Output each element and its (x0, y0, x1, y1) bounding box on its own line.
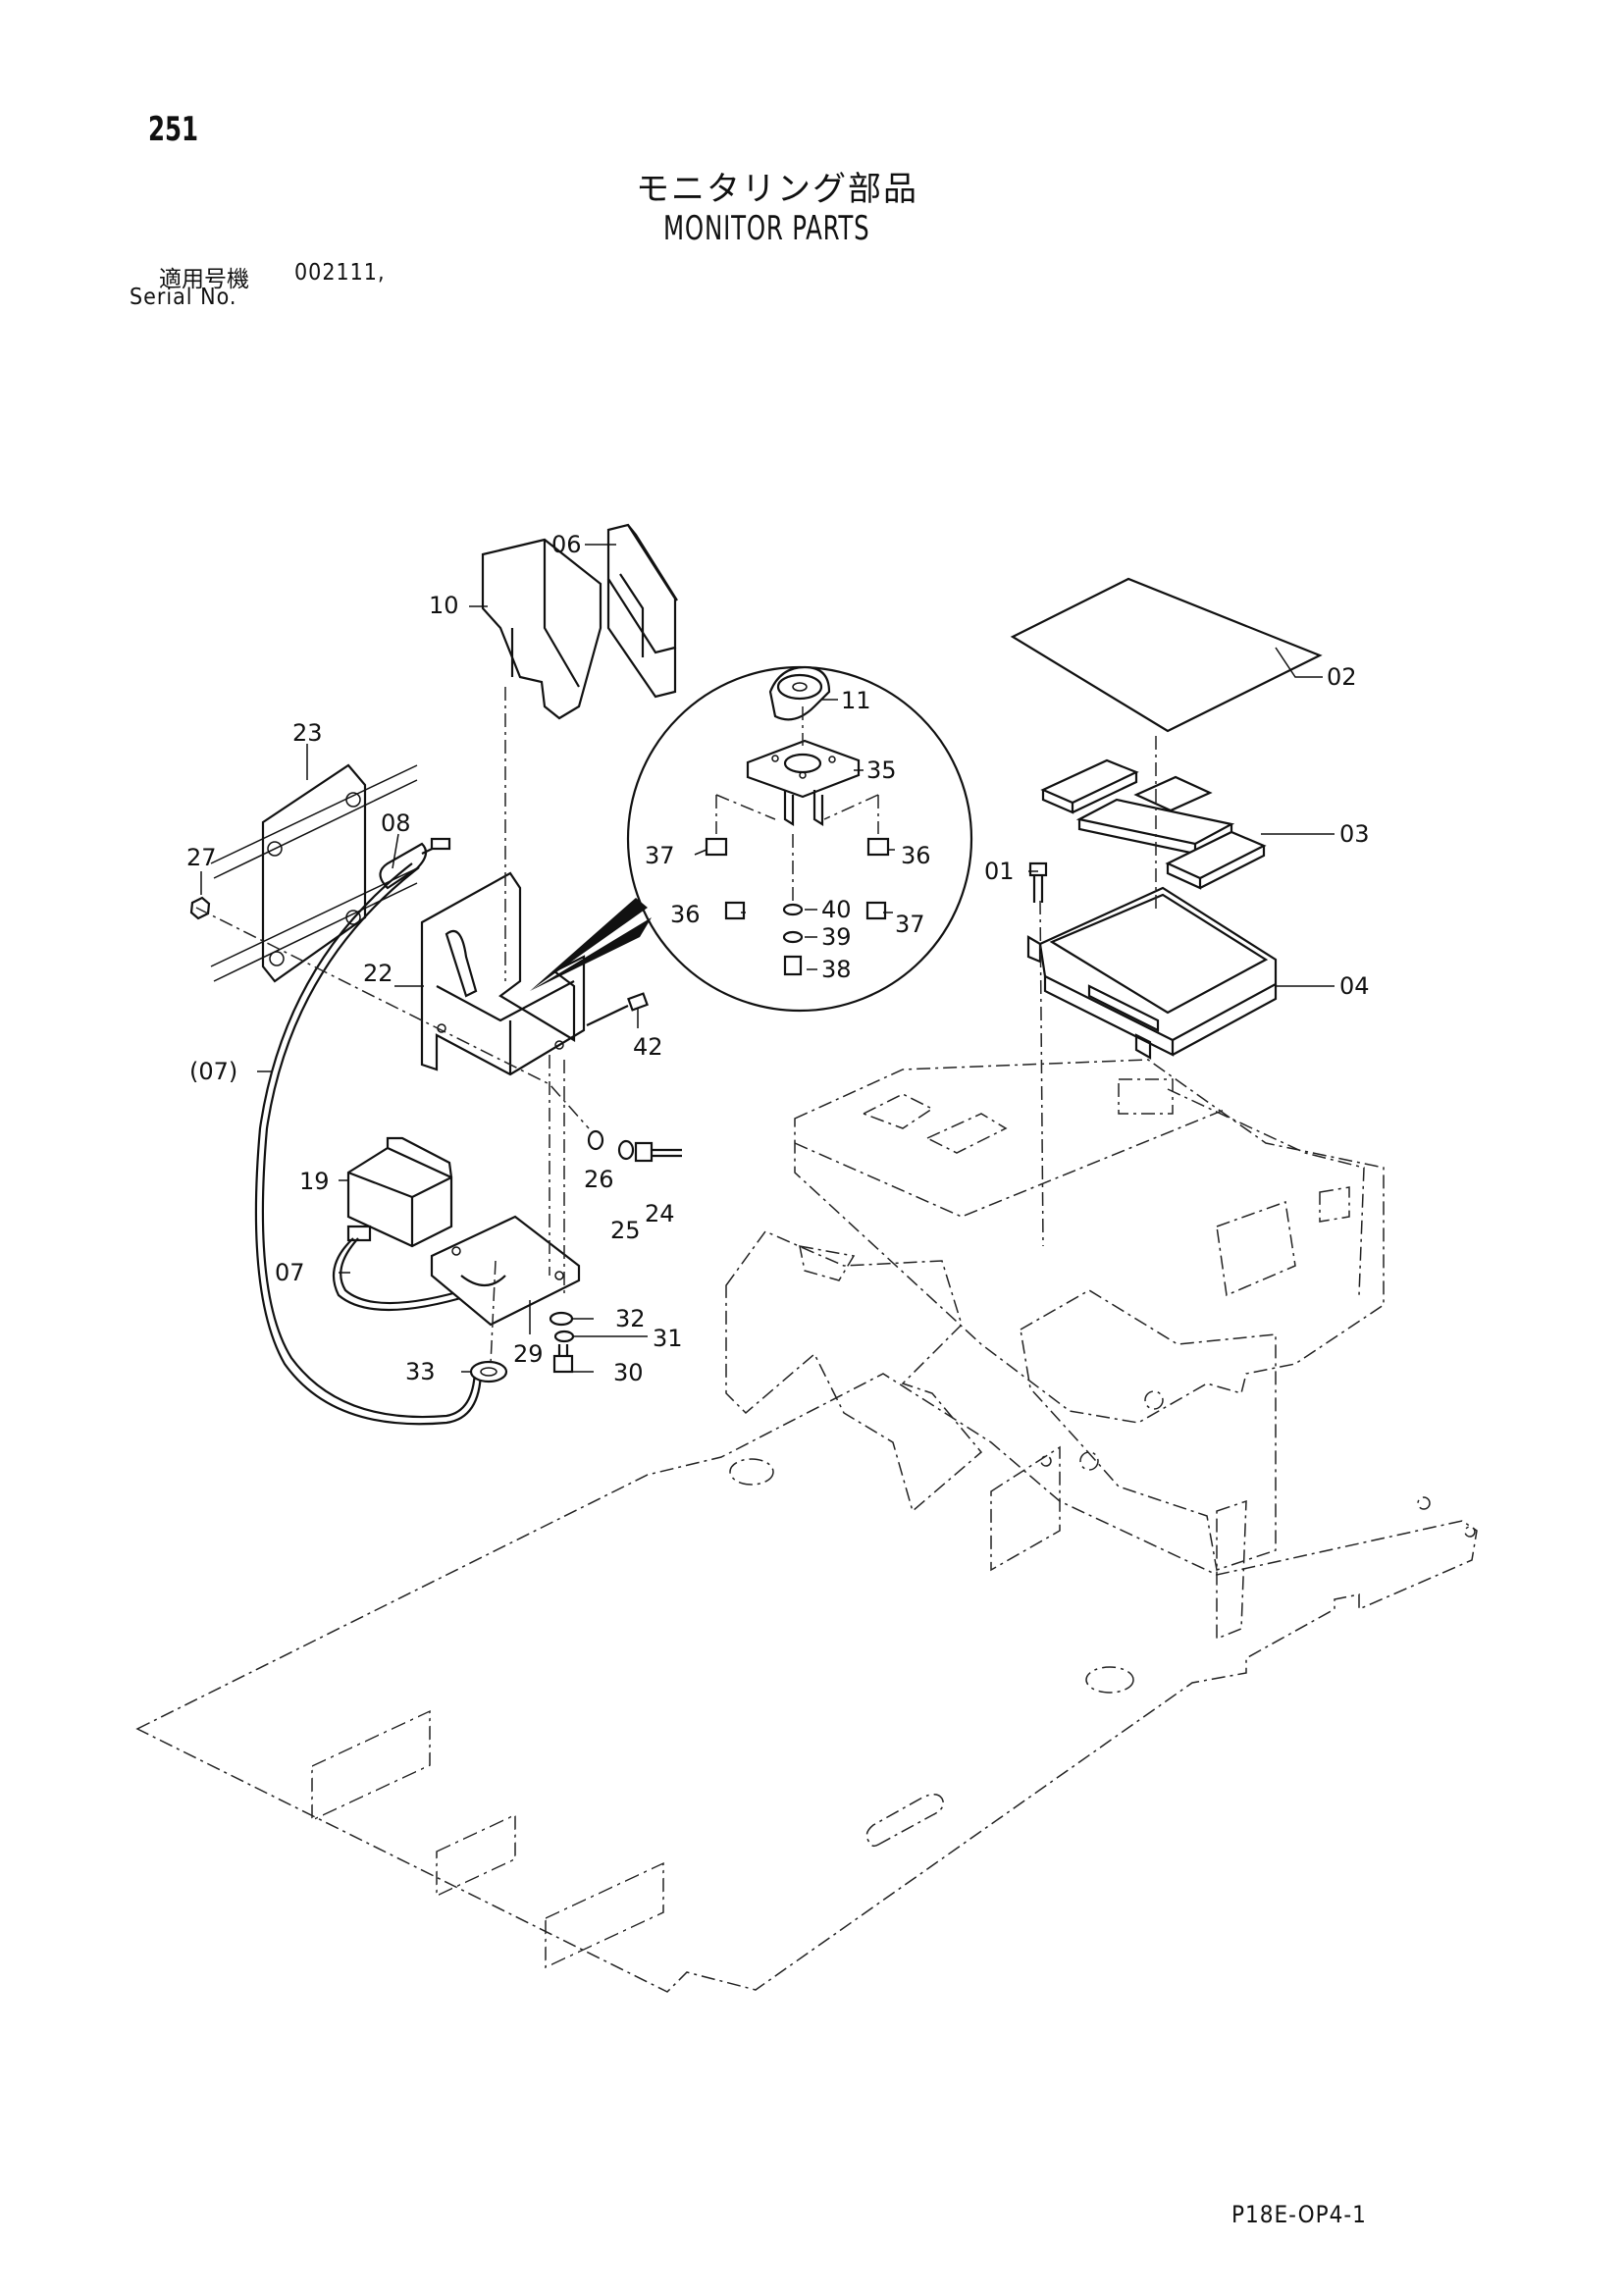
callout-32: 32 (615, 1305, 646, 1332)
callout-37-left: 37 (645, 842, 675, 869)
callout-24: 24 (645, 1200, 675, 1227)
cable-07-short (332, 1225, 472, 1312)
page-title-english: MONITOR PARTS (663, 209, 870, 248)
callout-04: 04 (1339, 972, 1370, 1000)
callout-30: 30 (613, 1359, 644, 1386)
callout-08: 08 (381, 809, 411, 837)
callout-26: 26 (584, 1166, 614, 1193)
bolt-42 (586, 992, 649, 1026)
callout-29: 29 (513, 1340, 544, 1368)
serial-label-japanese: 適用号機 (159, 267, 249, 292)
washer-31 (553, 1330, 575, 1343)
switch-19 (346, 1136, 453, 1248)
callout-33: 33 (405, 1358, 436, 1385)
drawing-code: P18E-OP4-1 (1231, 2201, 1367, 2228)
washer-25 (617, 1139, 635, 1161)
sheet-02 (1010, 577, 1323, 733)
callout-42: 42 (633, 1033, 663, 1061)
callout-07: 07 (275, 1259, 305, 1286)
controller-04 (1026, 886, 1278, 1060)
leader-lines (200, 544, 1335, 1373)
washer-32 (549, 1311, 574, 1327)
floor-plate (135, 1373, 1478, 1993)
serial-value: 002111, (294, 260, 386, 286)
callout-23: 23 (292, 719, 323, 747)
callout-36-left: 36 (670, 901, 701, 928)
cab-frame (725, 1059, 1385, 1641)
bracket-plate-23 (210, 763, 418, 983)
washer-26 (587, 1129, 604, 1151)
callout-39: 39 (821, 923, 852, 951)
callout-38: 38 (821, 956, 852, 983)
assembly-lines (195, 687, 1157, 1365)
monitor-panel-06 (606, 523, 678, 699)
callout-11: 11 (841, 687, 871, 714)
callout-36-right: 36 (901, 842, 931, 869)
callout-03: 03 (1339, 820, 1370, 848)
callout-27: 27 (186, 844, 217, 871)
callout-19: 19 (299, 1168, 330, 1195)
bolt-30 (552, 1344, 574, 1374)
callout-31: 31 (653, 1325, 683, 1352)
bolt-24 (634, 1141, 682, 1163)
plate-29 (430, 1215, 581, 1327)
page-number: 251 (148, 110, 199, 149)
pads-03 (1040, 758, 1267, 890)
callout-35: 35 (866, 757, 897, 784)
callout-40: 40 (821, 896, 852, 923)
callout-10: 10 (429, 592, 459, 619)
serial-label-english: Serial No. (130, 285, 237, 310)
grommet-33 (469, 1360, 508, 1383)
page-title-japanese: モニタリング部品 (636, 170, 918, 209)
monitor-cover-10 (481, 538, 602, 720)
callout-06: 06 (551, 531, 582, 558)
callout-labels: 06 10 11 23 08 27 35 37 36 36 40 37 39 3… (186, 531, 1370, 1386)
nut-27 (189, 896, 211, 920)
bolt-01 (1028, 861, 1048, 903)
detail-circle (530, 665, 973, 1013)
callout-37-right: 37 (895, 911, 925, 938)
callout-02: 02 (1327, 663, 1357, 691)
callout-22: 22 (363, 960, 393, 987)
cable-07-long (254, 862, 483, 1426)
callout-07-reference: (07) (189, 1058, 237, 1085)
callout-25: 25 (610, 1217, 641, 1244)
callout-01: 01 (984, 858, 1015, 885)
